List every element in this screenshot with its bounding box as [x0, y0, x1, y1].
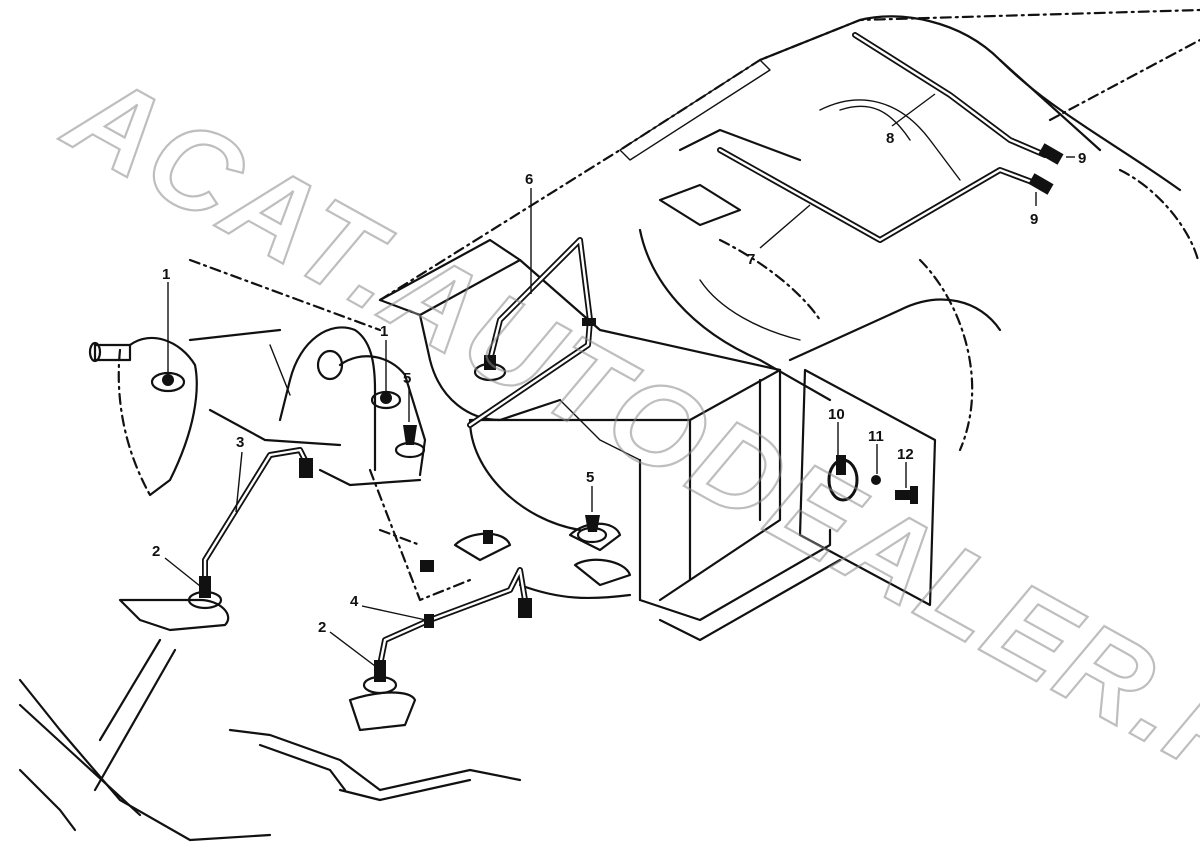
clamp-10: [827, 455, 859, 502]
callout-2a: 2: [152, 543, 160, 560]
upper-frame-outline: [378, 8, 1200, 452]
callout-1a: 1: [162, 266, 170, 283]
callout-5b: 5: [586, 469, 594, 486]
grease-fitting-lower: [420, 530, 493, 572]
elbow-fitting-9a: [1038, 143, 1064, 165]
grease-fitting-2a: [187, 576, 223, 610]
callout-1b: 1: [380, 323, 388, 340]
callout-9a: 9: [1078, 150, 1086, 167]
elbow-fitting-3-top: [299, 458, 313, 478]
callouts: 1 1 2 2 3 4 5 5 6 7 8 9 9 10 11 12: [152, 93, 1086, 667]
lower-frame-outline: [18, 468, 632, 842]
callout-12: 12: [897, 446, 914, 463]
grease-fitting-6: [473, 355, 507, 382]
watermark: ACAT.AUTODEALER.RU: [45, 46, 1200, 859]
callout-2b: 2: [318, 619, 326, 636]
grease-fitting-1b: [370, 390, 402, 410]
callout-10: 10: [828, 406, 845, 423]
grease-fitting-2b: [362, 660, 398, 695]
callout-9b: 9: [1030, 211, 1038, 228]
pipe-clip-4: [424, 614, 434, 628]
callout-4: 4: [350, 593, 359, 610]
grease-fitting-5b: [576, 515, 608, 544]
grease-lines: [202, 32, 1048, 668]
grease-fitting-5a: [394, 425, 426, 459]
callout-7: 7: [747, 251, 755, 268]
pipe-clip-6: [582, 318, 596, 326]
callout-5a: 5: [403, 370, 411, 387]
fittings: [150, 143, 1064, 695]
callout-3: 3: [236, 434, 244, 451]
left-pivot-bracket: [88, 258, 427, 497]
elbow-fitting-4-end: [518, 598, 532, 618]
callout-11: 11: [868, 428, 884, 445]
washer-11: [871, 475, 881, 485]
callout-6: 6: [525, 171, 533, 188]
bolt-12: [895, 486, 918, 504]
center-body-block: [378, 238, 937, 642]
elbow-fitting-9b: [1028, 173, 1054, 195]
callout-8: 8: [886, 130, 894, 147]
